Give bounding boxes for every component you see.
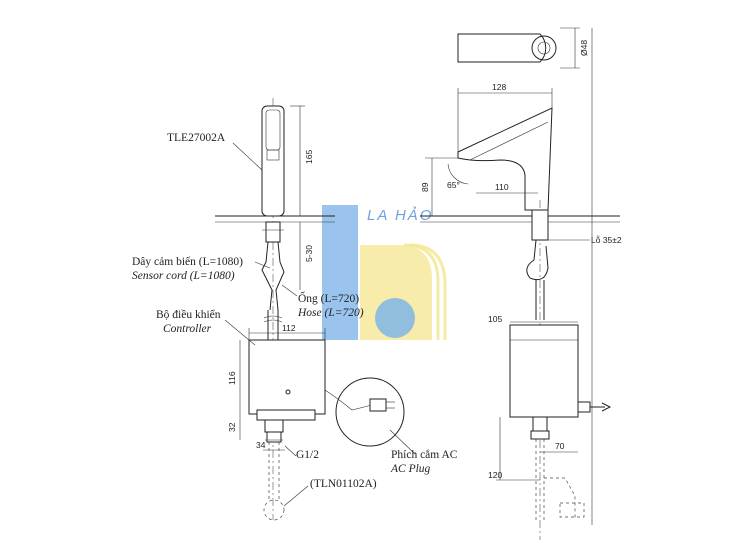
dim-left-range: 5-30 (304, 245, 314, 262)
controller-label-vi: Bộ điều khiển (156, 308, 221, 321)
controller-label-en: Controller (163, 323, 212, 335)
dim-side-width: 105 (488, 314, 502, 324)
dim-spout-angle: 65° (447, 180, 460, 190)
faucet-body (261, 105, 285, 217)
side-controller-box (509, 324, 579, 418)
dim-controller-height: 116 (227, 371, 237, 385)
watermark-text: LA HẢO (367, 206, 433, 224)
dim-bottom-offset: 120 (488, 470, 502, 480)
thread-label: G1/2 (296, 449, 319, 461)
dim-spout-length: 128 (492, 82, 506, 92)
side-view: Ø48 128 89 65° 110 Lỗ 35±2 (420, 27, 622, 540)
dim-deck-hole: Lỗ 35±2 (591, 235, 622, 245)
controller-box (248, 339, 326, 415)
spout-profile (457, 107, 553, 211)
hose-label-vi: Ống (L=720) (298, 290, 359, 305)
ac-plug-detail (335, 377, 405, 447)
hose-label-en: Hose (L=720) (297, 307, 364, 319)
valve-model-label: (TLN01102A) (310, 478, 377, 490)
sensor-cord-label-en: Sensor cord (L=1080) (132, 270, 235, 282)
dim-top-diameter: Ø48 (579, 40, 589, 56)
ac-plug-label-vi: Phích cắm AC (391, 448, 458, 461)
front-view: 165 5-30 112 116 32 34 (132, 98, 458, 521)
dim-controller-width: 112 (282, 323, 296, 333)
model-label: TLE27002A (167, 132, 226, 144)
dim-outlet-offset: 70 (555, 441, 565, 451)
dim-outlet-width: 34 (256, 440, 266, 450)
watermark-logo: LA HẢO (322, 205, 447, 340)
top-view-spout (457, 33, 547, 63)
ac-plug-label-en: AC Plug (390, 463, 431, 475)
dim-spout-height: 89 (420, 182, 430, 192)
dim-outlet-height: 32 (227, 422, 237, 432)
dim-spout-reach: 110 (495, 182, 509, 192)
dim-left-height: 165 (304, 150, 314, 164)
sensor-cord-label-vi: Dây cảm biến (L=1080) (132, 255, 243, 268)
